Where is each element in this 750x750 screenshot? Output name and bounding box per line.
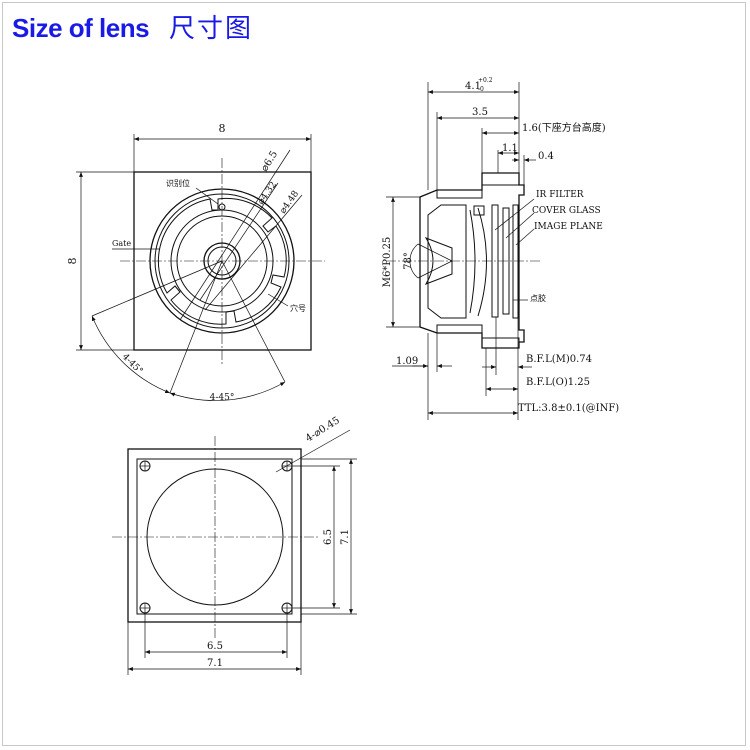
tolerance-lower: -0 (478, 86, 484, 93)
w65-label: 6.5 (207, 641, 223, 652)
ir-filter-label: IR FILTER (536, 190, 584, 200)
lens-aperture (203, 242, 241, 280)
page-title: Size of lens 尺寸图 (12, 8, 253, 45)
image-plane-label: IMAGE PLANE (534, 222, 603, 232)
total-width-label: 4.1 (465, 81, 481, 92)
h71-label: 7.1 (340, 529, 351, 545)
title-cn: 尺寸图 (169, 14, 254, 44)
top-height-label: 8 (66, 258, 79, 265)
d-inner-label: ⌀4.48 (278, 189, 301, 216)
glue-label: 点胶 (530, 293, 546, 303)
w11-label: 1.1 (502, 143, 518, 154)
lens-body (419, 172, 525, 349)
angle-bottom-label: 4-45° (210, 393, 235, 403)
side-view: IR FILTER COVER GLASS IMAGE PLANE 点胶 4.1… (382, 77, 619, 420)
gate-label: Gate (112, 239, 131, 248)
bflm-label: B.F.L(M)0.74 (526, 354, 592, 365)
top-view: 8 8 ⌀6.5 ⌀4.32 ⌀4.48 识别位 Gate 穴号 (66, 122, 325, 403)
top-width-label: 8 (219, 122, 226, 135)
mark-dot (218, 203, 226, 211)
h65-label: 6.5 (323, 529, 334, 545)
h16-label: 1.6(下座方台高度) (522, 121, 606, 134)
w35-label: 3.5 (472, 107, 488, 118)
w71-label: 7.1 (207, 658, 223, 669)
title-en: Size of lens (12, 13, 150, 43)
ttl-label: TTL:3.8±0.1(@INF) (518, 403, 619, 414)
fov-label: 78° (403, 252, 414, 270)
bottom-outer-square (127, 448, 302, 623)
cover-glass-label: COVER GLASS (532, 206, 601, 216)
w109-label: 1.09 (396, 356, 418, 367)
bottom-inner-square (136, 458, 293, 615)
outer-ring (149, 188, 295, 334)
w04-label: 0.4 (538, 151, 554, 162)
tolerance-upper: +0.2 (478, 77, 493, 84)
holes-label: 4-⌀0.45 (304, 415, 342, 444)
mount-holes (139, 460, 293, 614)
d-mid-label: ⌀4.32 (256, 180, 279, 207)
bflo-label: B.F.L(O)1.25 (526, 377, 590, 388)
thread-label: M6*P0.25 (382, 237, 393, 288)
spline-ring (157, 197, 287, 325)
angle-left-label: 4-45° (120, 352, 145, 377)
image-plane (512, 204, 519, 319)
hole-label: 穴号 (290, 303, 306, 313)
mark-label: 识别位 (166, 178, 190, 188)
front-lens (424, 237, 453, 285)
bottom-view: 4-⌀0.45 6.5 7.1 6.5 7.1 (112, 415, 357, 675)
